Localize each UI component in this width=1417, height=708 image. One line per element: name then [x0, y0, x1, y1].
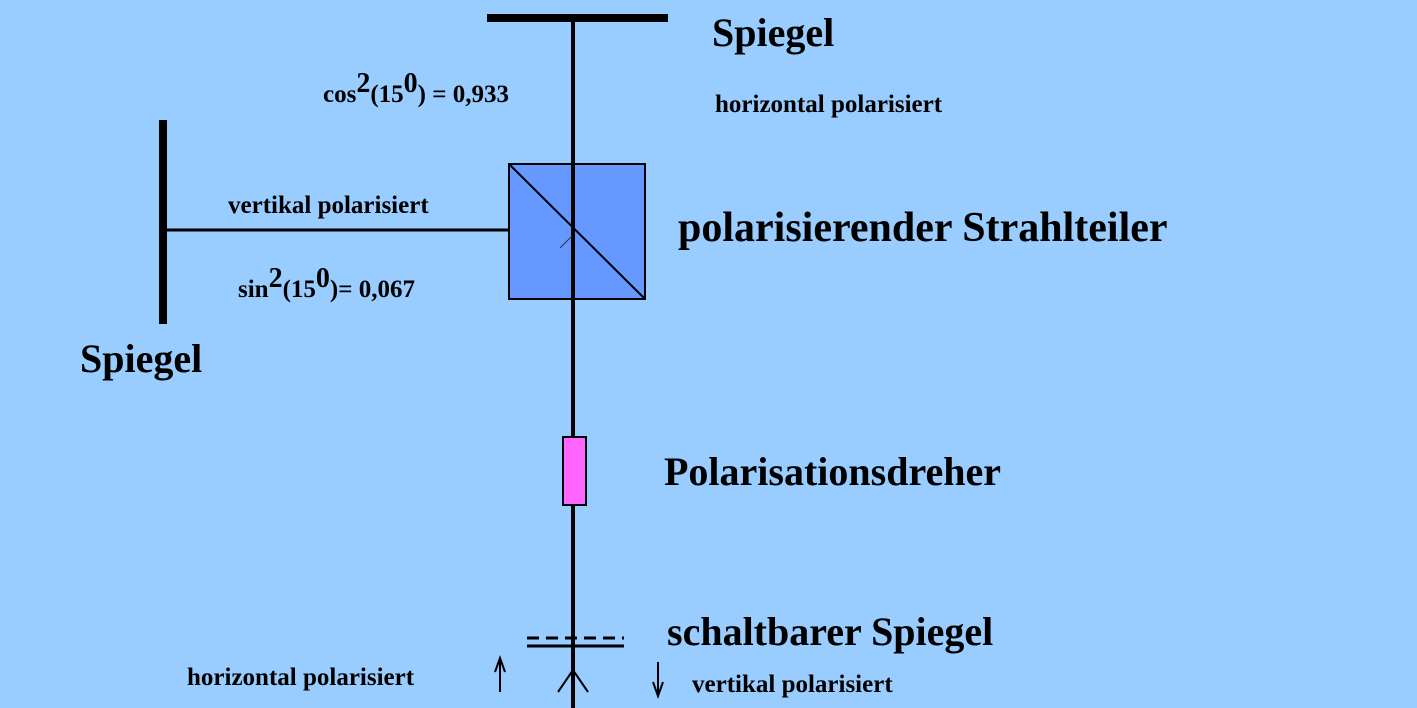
- down-arrow-icon: [652, 662, 664, 699]
- rotator-label: Polarisationsdreher: [664, 449, 1001, 494]
- polarization-rotator: [562, 436, 587, 506]
- cos-formula: cos2(150) = 0,933: [323, 68, 509, 108]
- bottom-right-polarization-label: vertikal polarisiert: [692, 671, 893, 698]
- beam-splitter-mark: [559, 235, 573, 249]
- beam-splitter-diagonal: [508, 163, 646, 300]
- bottom-left-polarization-label: horizontal polarisiert: [187, 664, 415, 691]
- beam-splitter-label: polarisierender Strahlteiler: [678, 205, 1168, 251]
- top-polarization-label: horizontal polarisiert: [715, 91, 943, 118]
- up-arrow-icon: [494, 655, 506, 692]
- switchable-mirror-label: schaltbarer Spiegel: [667, 609, 993, 654]
- incoming-beam-arrow-icon: [557, 668, 589, 693]
- left-mirror-label: Spiegel: [80, 336, 202, 381]
- top-mirror-label: Spiegel: [712, 10, 834, 55]
- sin-formula: sin2(150)= 0,067: [238, 263, 415, 303]
- left-polarization-label: vertikal polarisiert: [228, 192, 429, 219]
